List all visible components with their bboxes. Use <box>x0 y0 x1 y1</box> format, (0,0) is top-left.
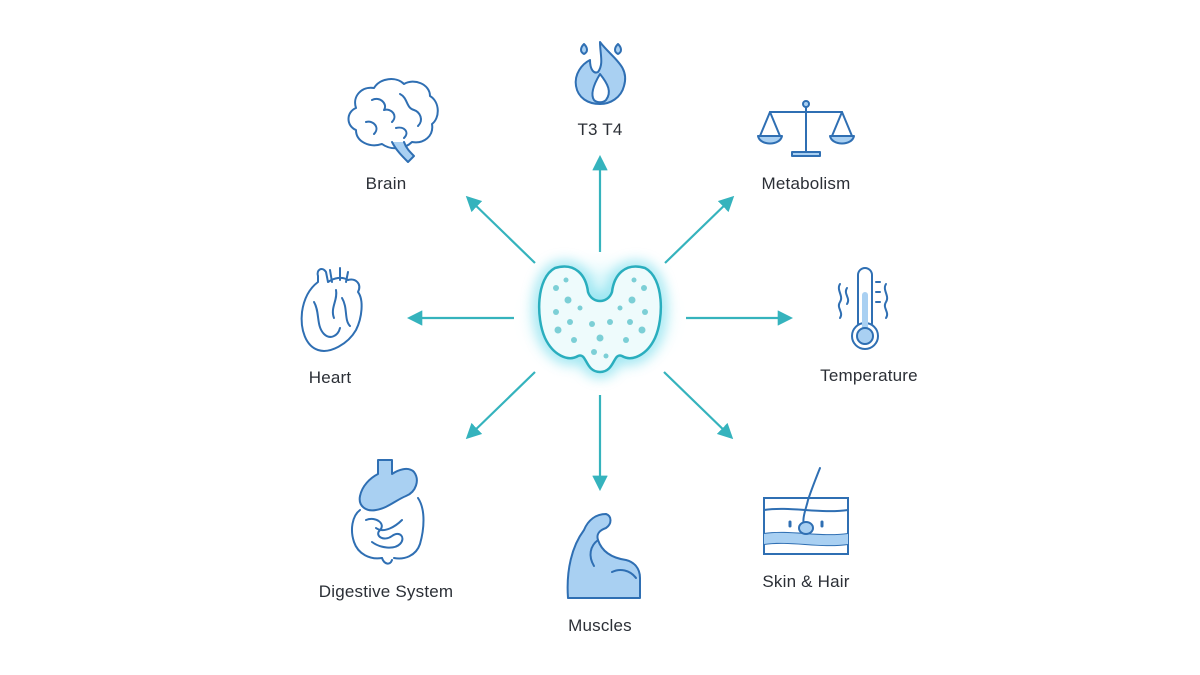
balance-scale-icon <box>757 100 855 157</box>
label-t3t4: T3 T4 <box>577 120 623 139</box>
skin-hair-follicle-icon <box>763 467 849 555</box>
brain-icon <box>347 78 439 163</box>
thermometer-icon <box>837 267 889 350</box>
arrows <box>406 154 794 492</box>
arrow-to-digestive <box>465 371 536 440</box>
heart-icon <box>300 267 363 352</box>
arrow-to-brain <box>465 195 536 264</box>
label-brain: Brain <box>365 174 407 193</box>
label-digestive-system: Digestive System <box>318 582 454 601</box>
label-heart: Heart <box>308 368 352 387</box>
flexed-arm-icon <box>566 513 641 599</box>
label-muscles: Muscles <box>568 616 632 635</box>
label-temperature: Temperature <box>820 366 918 385</box>
arrow-to-metabolism <box>664 195 735 264</box>
thyroid-gland-icon <box>510 246 690 390</box>
arrow-to-skin <box>663 371 734 440</box>
label-skin-hair: Skin & Hair <box>762 572 850 591</box>
stomach-intestines-icon <box>351 459 425 565</box>
flame-icon <box>574 41 627 105</box>
label-metabolism: Metabolism <box>761 174 851 193</box>
